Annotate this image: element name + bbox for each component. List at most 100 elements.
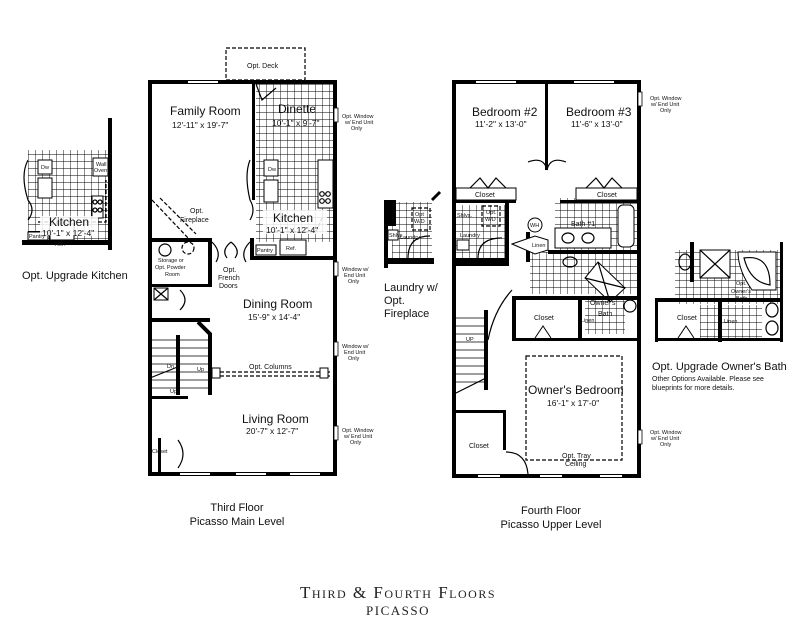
dw-label: Dw bbox=[41, 165, 49, 171]
wd-label: W/D bbox=[485, 217, 496, 223]
page-title: Third & Fourth Floors bbox=[300, 583, 496, 602]
water-heater-label: WH bbox=[530, 223, 539, 229]
upgrade-bath-note: blueprints for more details. bbox=[652, 385, 735, 392]
ref-label: Ref. bbox=[55, 242, 66, 248]
closet-label: Closet bbox=[152, 449, 168, 455]
water-heater bbox=[527, 217, 543, 233]
storage-label: Storage or bbox=[158, 258, 184, 264]
owners-bath-label: Owner's bbox=[590, 300, 616, 307]
cooktop bbox=[91, 195, 104, 219]
note-line: Only bbox=[348, 356, 360, 362]
kitchen-label: Kitchen bbox=[49, 215, 89, 229]
fourth-floor-subcaption: Picasso Upper Level bbox=[501, 519, 602, 531]
upgrade-kitchen-plan: Dw Wall Oven Kitchen 10'-1" x 12'-4" Ref… bbox=[22, 115, 128, 282]
page-subtitle: Picasso bbox=[366, 603, 430, 618]
kitchen-dimensions: 10'-1" x 12'-4" bbox=[266, 225, 318, 235]
upgrade-kitchen-caption: Opt. Upgrade Kitchen bbox=[22, 270, 128, 282]
note-line: End Unit bbox=[344, 273, 366, 279]
ref-label: Ref. bbox=[286, 246, 297, 252]
wd-label: W/D bbox=[414, 219, 425, 225]
opt-tray-ceiling bbox=[525, 355, 623, 461]
staircase bbox=[453, 310, 488, 395]
wd-label: Opt. bbox=[486, 210, 497, 216]
note-line: Only bbox=[660, 442, 672, 448]
owners-bedroom-label: Owner's Bedroom bbox=[528, 383, 624, 397]
tray-ceiling-label: Opt. Tray bbox=[562, 453, 591, 460]
wall-oven bbox=[92, 157, 109, 177]
bedroom3-dimensions: 11'-6" x 13'-0" bbox=[571, 119, 623, 129]
note-line: Only bbox=[351, 126, 363, 132]
note-line: Only bbox=[350, 440, 362, 446]
note-line: Opt. Window bbox=[342, 428, 374, 434]
dining-room-label: Dining Room bbox=[243, 297, 312, 311]
window-note: Opt. Window w/ End Unit Only bbox=[650, 96, 682, 114]
living-room-label: Living Room bbox=[242, 412, 309, 426]
laundry-tile bbox=[455, 205, 505, 260]
third-floor-subcaption: Picasso Main Level bbox=[190, 516, 285, 528]
wall bbox=[158, 438, 161, 472]
living-room-dimensions: 20'-7" x 12'-7" bbox=[246, 426, 298, 436]
laundry-label: Laundry bbox=[400, 235, 420, 241]
tray-ceiling-label: Ceiling bbox=[565, 461, 587, 468]
third-floor-plan: Opt. Deck Family Room 12'-11" x 19'-7" D… bbox=[148, 47, 374, 528]
window-note: Opt. Window w/ End Unit Only bbox=[342, 114, 374, 132]
corner-tub bbox=[737, 251, 777, 291]
wall bbox=[148, 284, 212, 287]
note-line: w/ End Unit bbox=[650, 102, 680, 108]
stairs-up-label: Up bbox=[197, 367, 204, 373]
dw-label: Dw bbox=[268, 167, 276, 173]
linen-label: Linen bbox=[581, 318, 594, 324]
kitchen-dimensions: 10'-1" x 12'-4" bbox=[42, 228, 94, 238]
window-note: Window w/ End Unit Only bbox=[342, 267, 369, 285]
dinette-label: Dinette bbox=[278, 102, 316, 116]
wall-oven-label: Oven bbox=[94, 168, 107, 174]
wall-oven-label: Wall bbox=[96, 162, 107, 168]
window-note: Opt. Window w/ End Unit Only bbox=[342, 428, 374, 446]
window-note: Window w/ End Unit Only bbox=[342, 344, 369, 362]
storage-label: Opt. Powder bbox=[155, 265, 186, 271]
staircase bbox=[148, 318, 212, 399]
bedroom2-label: Bedroom #2 bbox=[472, 105, 538, 119]
bedroom3-label: Bedroom #3 bbox=[566, 105, 632, 119]
owners-bedroom-dimensions: 16'-1" x 17'-0" bbox=[547, 398, 599, 408]
third-floor-caption: Third Floor bbox=[210, 502, 264, 514]
note-line: Only bbox=[660, 108, 672, 114]
wall bbox=[637, 80, 641, 478]
window-note: Opt. Window w/ End Unit Only bbox=[650, 430, 682, 448]
dining-room-dimensions: 15'-9" x 14'-4" bbox=[248, 312, 300, 322]
upgrade-bath-plan: Opt. Owner's Bath Closet Linen Opt. Upgr… bbox=[652, 242, 787, 392]
fourth-floor-plan: Bedroom #2 11'-2" x 13'-0" Bedroom #3 11… bbox=[452, 80, 682, 531]
pantry-label: Pantry bbox=[257, 248, 273, 254]
owners-bath-label: Bath bbox=[598, 311, 613, 318]
opt-fireplace bbox=[151, 197, 197, 241]
columns-label: Opt. Columns bbox=[249, 364, 292, 371]
closet-label: Closet bbox=[597, 192, 617, 199]
note-line: Window w/ bbox=[342, 267, 369, 273]
note-line: Window w/ bbox=[342, 344, 369, 350]
note-line: Opt. Window bbox=[342, 114, 374, 120]
fireplace-label: Fireplace bbox=[180, 217, 209, 224]
laundry-caption: Opt. bbox=[384, 295, 405, 307]
wall bbox=[333, 80, 337, 476]
dishwasher bbox=[263, 159, 279, 177]
wd-label: Opt bbox=[415, 212, 424, 218]
dishwasher bbox=[37, 159, 53, 175]
wall bbox=[148, 80, 152, 476]
bedroom2-dimensions: 11'-2" x 13'-0" bbox=[475, 119, 527, 129]
wall bbox=[250, 256, 334, 260]
wall bbox=[148, 80, 337, 84]
note-line: Only bbox=[348, 279, 360, 285]
laundry-label: Laundry bbox=[460, 233, 480, 239]
fireplace-label: Opt. bbox=[190, 208, 203, 215]
fourth-floor-caption: Fourth Floor bbox=[521, 505, 581, 517]
sink bbox=[263, 179, 279, 203]
wall bbox=[148, 238, 212, 242]
note-line: End Unit bbox=[344, 350, 366, 356]
stairs-up-label: Up bbox=[170, 389, 177, 395]
dinette-dimensions: 10'-1" x 9'-7" bbox=[272, 118, 320, 128]
note-line: Opt. Window bbox=[650, 430, 682, 436]
deck-label: Opt. Deck bbox=[247, 63, 279, 70]
kitchen-label: Kitchen bbox=[273, 211, 313, 225]
upgrade-bath-caption: Opt. Upgrade Owner's Bath bbox=[652, 361, 787, 373]
